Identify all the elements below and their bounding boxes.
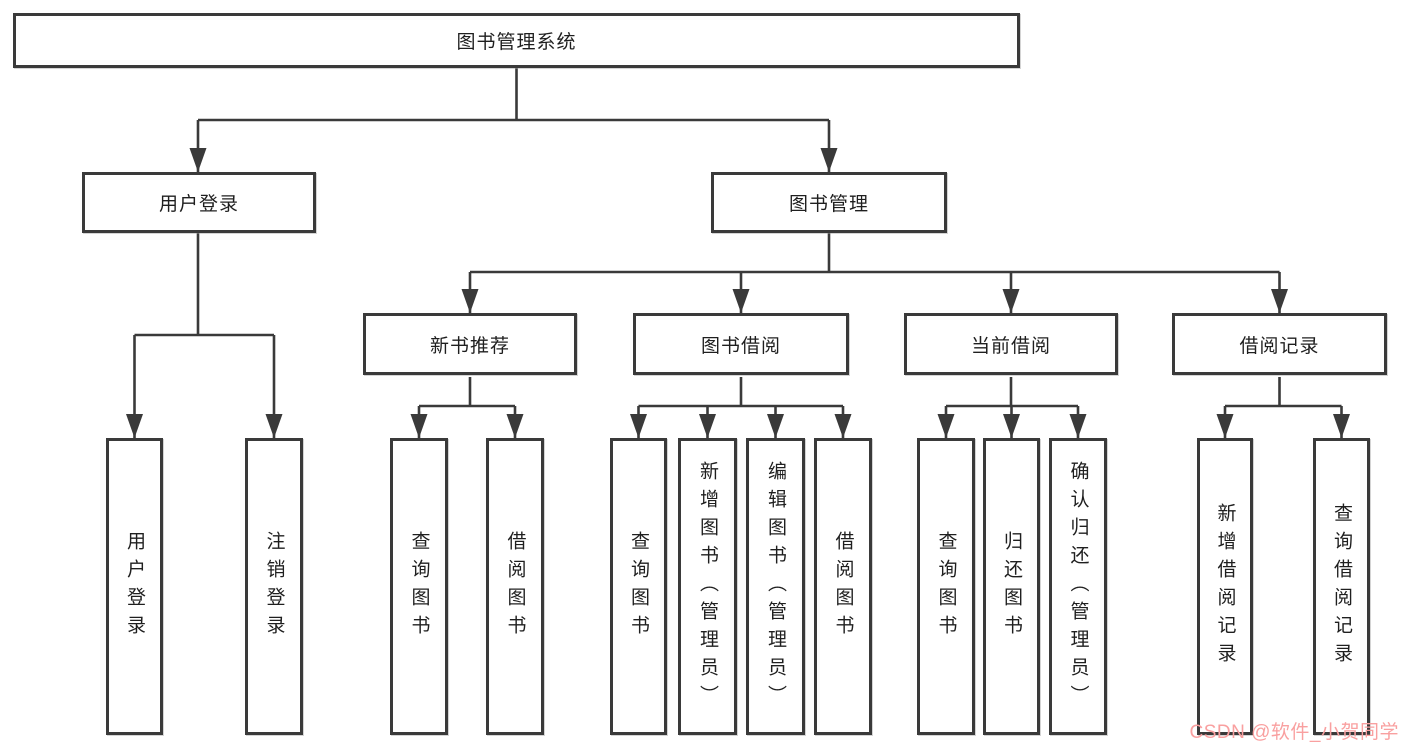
leaf-query-book-current-label: 查询图书 [935,530,957,643]
leaf-edit-book-admin: 编辑图书（管理员） [746,438,805,735]
node-book-borrow: 图书借阅 [633,313,849,375]
node-book-mgmt: 图书管理 [711,172,947,233]
connector-book-borrow-branch [638,377,843,408]
leaf-confirm-return-admin: 确认归还（管理员） [1049,438,1107,735]
leaf-add-book-admin-label: 新增图书（管理员） [697,460,718,713]
node-new-book-rec: 新书推荐 [363,313,577,375]
connector-user-login-branch [134,233,274,337]
leaf-query-book-rec-label: 查询图书 [408,530,430,643]
leaf-borrow-book-rec: 借阅图书 [486,438,544,735]
leaf-add-borrow-record: 新增借阅记录 [1197,438,1253,735]
leaf-borrow-book-borrow: 借阅图书 [814,438,872,735]
node-borrow-record-label: 借阅记录 [1239,335,1320,357]
leaf-user-login: 用户登录 [106,438,163,735]
node-root-label: 图书管理系统 [456,32,577,53]
leaf-borrow-book-rec-label: 借阅图书 [504,530,526,643]
leaf-logout-label: 注销登录 [263,530,285,643]
leaf-query-book-rec: 查询图书 [390,438,448,735]
csdn-watermark: CSDN @软件_小贺同学 [1189,722,1399,743]
connector-current-borrow-branch [946,377,1078,408]
node-book-mgmt-label: 图书管理 [788,194,869,215]
connector-borrow-record-branch [1225,377,1342,408]
node-user-login: 用户登录 [82,172,316,233]
connector-book-mgmt-branch [470,233,1280,274]
leaf-add-book-admin: 新增图书（管理员） [678,438,737,735]
leaf-add-borrow-record-label: 新增借阅记录 [1214,502,1236,671]
connector-new-book-rec-branch [419,377,515,408]
leaf-return-book: 归还图书 [983,438,1040,735]
leaf-logout: 注销登录 [245,438,303,735]
node-user-login-label: 用户登录 [158,194,239,215]
node-book-borrow-label: 图书借阅 [700,335,781,357]
leaf-borrow-book-borrow-label: 借阅图书 [832,530,854,643]
leaf-query-book-borrow: 查询图书 [610,438,667,735]
leaf-return-book-label: 归还图书 [1001,530,1022,643]
node-new-book-rec-label: 新书推荐 [429,335,510,357]
leaf-query-book-current: 查询图书 [917,438,975,735]
leaf-query-borrow-record: 查询借阅记录 [1313,438,1370,735]
node-current-borrow-label: 当前借阅 [970,335,1051,357]
leaf-user-login-label: 用户登录 [124,530,145,643]
connector-root-branch [198,68,829,122]
node-borrow-record: 借阅记录 [1172,313,1387,375]
leaf-edit-book-admin-label: 编辑图书（管理员） [765,460,786,713]
node-current-borrow: 当前借阅 [904,313,1118,375]
node-root: 图书管理系统 [13,13,1020,68]
leaf-confirm-return-admin-label: 确认归还（管理员） [1067,460,1089,713]
leaf-query-borrow-record-label: 查询借阅记录 [1331,502,1352,671]
leaf-query-book-borrow-label: 查询图书 [628,530,649,643]
